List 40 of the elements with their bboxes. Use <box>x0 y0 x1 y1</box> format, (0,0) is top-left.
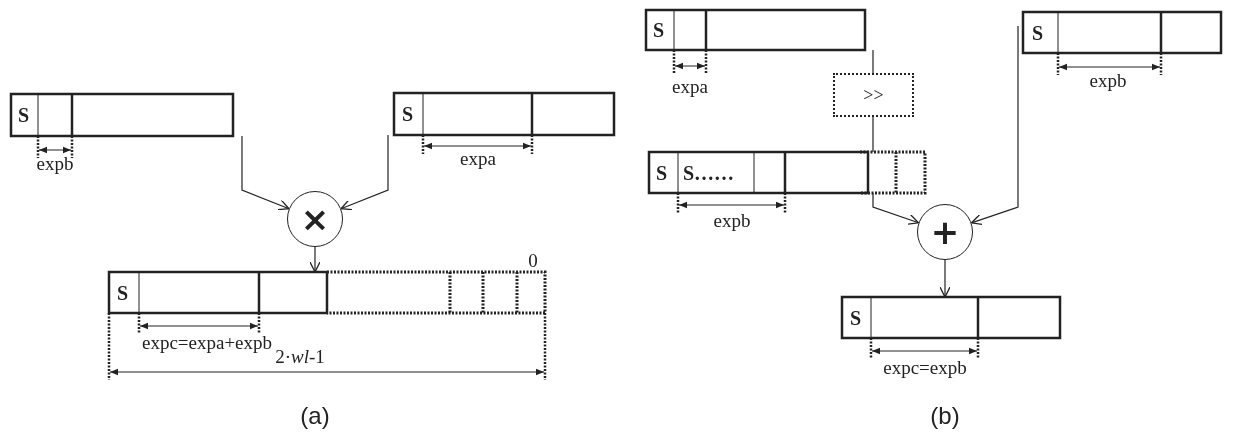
dimension-label: expb <box>713 210 751 230</box>
dimension-label: expa <box>672 76 708 96</box>
sign-bit-text: S…… <box>683 162 735 183</box>
operator-sign: × <box>300 202 330 236</box>
register-box <box>109 272 545 313</box>
dimension-label: expb <box>36 153 74 173</box>
sign-bit-text: S <box>656 162 668 183</box>
arrow <box>872 192 920 225</box>
arrow <box>970 25 1019 226</box>
register-box <box>394 93 614 135</box>
arrow <box>309 246 321 273</box>
register-box <box>11 94 233 136</box>
register-box <box>649 152 925 193</box>
operator-sign: + <box>930 215 960 249</box>
sign-bit-text: S <box>1032 22 1044 43</box>
register-box <box>1023 12 1221 53</box>
operator-circle <box>917 204 973 260</box>
shift-operator: >> <box>863 84 884 106</box>
dimension-label: 0 <box>528 250 538 270</box>
shifter-box <box>833 73 914 117</box>
dimension-label: expa <box>460 148 496 168</box>
arrow <box>939 259 951 298</box>
register-box <box>646 10 865 50</box>
connector-line <box>872 49 874 74</box>
operator-circle <box>287 191 343 247</box>
dimension-label: expc=expa+expb <box>141 332 273 352</box>
arrow <box>340 134 389 211</box>
panel-caption: (b) <box>930 404 960 428</box>
dimension-label: expc=expb <box>883 357 967 377</box>
dimension-label: expb <box>1089 70 1127 90</box>
connector-line <box>872 116 874 153</box>
sign-bit-text: S <box>402 104 414 124</box>
dimension-label: 2·wl-1 <box>275 346 325 366</box>
sign-bit-text: S <box>653 20 665 40</box>
register-box <box>842 297 1060 338</box>
arrow <box>241 135 290 211</box>
sign-bit-text: S <box>18 105 30 125</box>
sign-bit-text: S <box>117 282 129 303</box>
panel-caption: (a) <box>300 404 330 428</box>
sign-bit-text: S <box>850 307 862 328</box>
